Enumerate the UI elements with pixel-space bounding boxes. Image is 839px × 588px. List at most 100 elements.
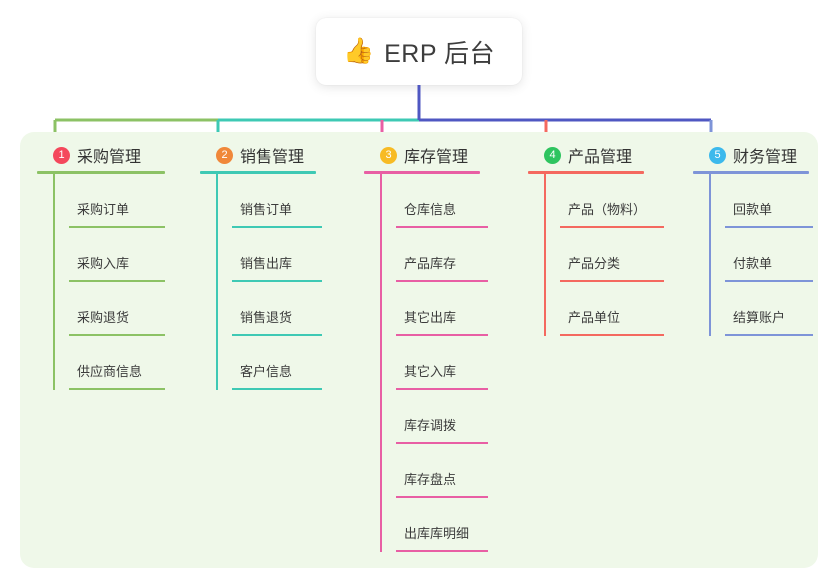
branch-item[interactable]: 产品（物料） [544, 174, 664, 228]
branch-number-badge: 4 [544, 146, 561, 164]
branch-item[interactable]: 库存盘点 [380, 444, 488, 498]
branch-item-label: 产品单位 [568, 310, 621, 325]
branch-item-label: 其它出库 [404, 310, 457, 325]
branch-item-label: 采购入库 [77, 256, 130, 271]
branch-item-label: 仓库信息 [404, 202, 457, 217]
branch-item[interactable]: 采购订单 [53, 174, 165, 228]
branch-item[interactable]: 其它出库 [380, 282, 488, 336]
branch-item-label: 结算账户 [733, 310, 786, 325]
branch-item-rule [396, 496, 488, 498]
branch-item[interactable]: 库存调拨 [380, 390, 488, 444]
branch-item-rule [396, 550, 488, 552]
branch-header-3[interactable]: 3 库存管理 [364, 142, 480, 168]
branch-number-badge: 2 [216, 146, 233, 164]
branch-column-5: 5 财务管理回款单付款单结算账户 [693, 142, 813, 336]
branch-item-label: 销售订单 [240, 202, 293, 217]
branch-item-rule [232, 280, 322, 282]
branch-spine [709, 174, 711, 336]
branch-items: 产品（物料） 产品分类产品单位 [528, 174, 664, 336]
branch-item-label: 采购退货 [77, 310, 130, 325]
branch-spine [380, 174, 382, 552]
branch-items: 采购订单采购入库采购退货供应商信息 [37, 174, 165, 390]
branch-item-label: 客户信息 [240, 364, 293, 379]
branch-spine [216, 174, 218, 390]
branch-number-badge: 1 [53, 146, 70, 164]
branch-column-3: 3 库存管理仓库信息产品库存其它出库其它入库库存调拨库存盘点出库库明细 [364, 142, 488, 552]
branch-header-2[interactable]: 2 销售管理 [200, 142, 316, 168]
branch-item-rule [69, 388, 165, 390]
branch-item-rule [232, 388, 322, 390]
branch-column-1: 1 采购管理采购订单采购入库采购退货供应商信息 [37, 142, 165, 390]
branch-item[interactable]: 回款单 [709, 174, 813, 228]
branch-item[interactable]: 采购退货 [53, 282, 165, 336]
branch-item-label: 销售出库 [240, 256, 293, 271]
branch-item-rule [560, 226, 664, 228]
branch-item-label: 付款单 [733, 256, 773, 271]
branch-spine [544, 174, 546, 336]
branch-item-rule [725, 280, 813, 282]
branch-underline [200, 171, 316, 174]
branch-items: 销售订单销售出库销售退货客户信息 [200, 174, 322, 390]
branch-item-label: 库存调拨 [404, 418, 457, 433]
branch-header-1[interactable]: 1 采购管理 [37, 142, 165, 168]
branch-item-rule [69, 280, 165, 282]
branch-item[interactable]: 销售订单 [216, 174, 322, 228]
branch-item[interactable]: 付款单 [709, 228, 813, 282]
branch-item-label: 采购订单 [77, 202, 130, 217]
branch-item-rule [396, 442, 488, 444]
branch-item-rule [69, 334, 165, 336]
branch-item-rule [69, 226, 165, 228]
branch-item[interactable]: 其它入库 [380, 336, 488, 390]
branch-item[interactable]: 产品库存 [380, 228, 488, 282]
branch-title: 采购管理 [77, 149, 142, 166]
branch-item-rule [725, 226, 813, 228]
branch-title: 库存管理 [404, 149, 469, 166]
branch-item-rule [232, 334, 322, 336]
branch-item-label: 其它入库 [404, 364, 457, 379]
branch-item-label: 出库库明细 [404, 526, 470, 541]
branch-item-rule [560, 280, 664, 282]
branch-item[interactable]: 结算账户 [709, 282, 813, 336]
branch-item[interactable]: 仓库信息 [380, 174, 488, 228]
branch-item-label: 产品（物料） [568, 202, 647, 217]
branch-item[interactable]: 产品分类 [544, 228, 664, 282]
branch-item[interactable]: 采购入库 [53, 228, 165, 282]
branch-item-label: 回款单 [733, 202, 773, 217]
branch-item-rule [396, 334, 488, 336]
branch-item[interactable]: 产品单位 [544, 282, 664, 336]
branch-number-badge: 5 [709, 146, 726, 164]
branch-item-rule [232, 226, 322, 228]
thumbs-up-icon: 👍 [342, 37, 375, 65]
branch-item-rule [725, 334, 813, 336]
branch-title: 财务管理 [733, 149, 798, 166]
branch-underline [37, 171, 165, 174]
branch-header-5[interactable]: 5 财务管理 [693, 142, 809, 168]
branch-item[interactable]: 销售出库 [216, 228, 322, 282]
branch-items: 仓库信息产品库存其它出库其它入库库存调拨库存盘点出库库明细 [364, 174, 488, 552]
root-node[interactable]: 👍 ERP 后台 [316, 18, 522, 85]
branch-item-label: 销售退货 [240, 310, 293, 325]
branch-underline [528, 171, 644, 174]
branch-spine [53, 174, 55, 390]
branch-number-badge: 3 [380, 146, 397, 164]
branch-item[interactable]: 供应商信息 [53, 336, 165, 390]
branch-item-rule [560, 334, 664, 336]
branch-item-label: 供应商信息 [77, 364, 143, 379]
branch-panel [20, 132, 818, 568]
branch-item[interactable]: 出库库明细 [380, 498, 488, 552]
branch-title: 销售管理 [240, 149, 305, 166]
branch-columns: 1 采购管理采购订单采购入库采购退货供应商信息 2 销售管理销售订单销售出库销售退货客… [20, 132, 818, 568]
branch-item[interactable]: 销售退货 [216, 282, 322, 336]
branch-items: 回款单付款单结算账户 [693, 174, 813, 336]
branch-underline [693, 171, 809, 174]
branch-item[interactable]: 客户信息 [216, 336, 322, 390]
branch-underline [364, 171, 480, 174]
branch-column-2: 2 销售管理销售订单销售出库销售退货客户信息 [200, 142, 322, 390]
root-title: ERP 后台 [384, 39, 496, 68]
branch-item-rule [396, 280, 488, 282]
branch-item-rule [396, 226, 488, 228]
branch-item-label: 产品库存 [404, 256, 457, 271]
